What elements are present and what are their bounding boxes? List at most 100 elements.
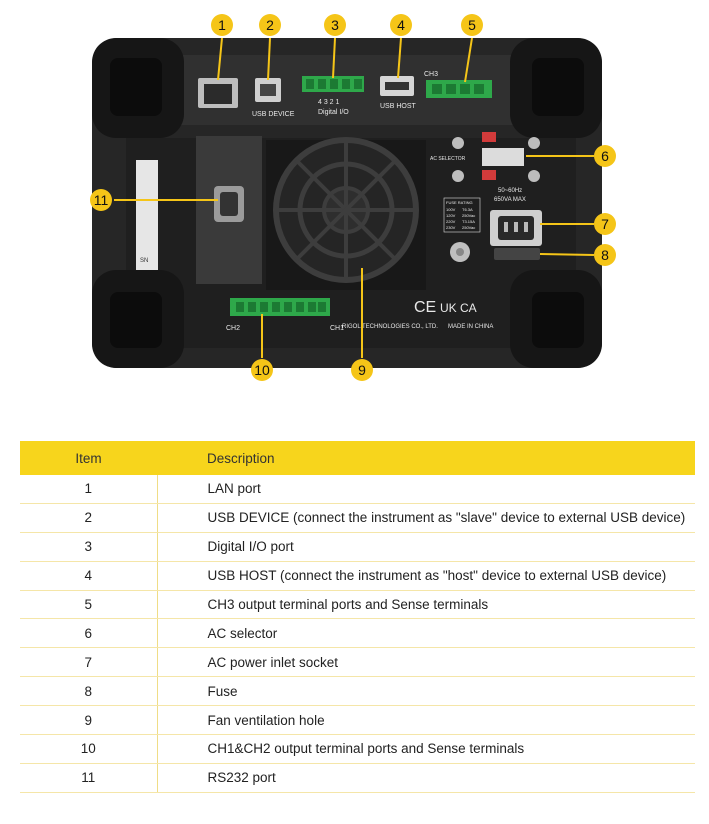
fuse-rating-table: FUSE RATING 100V T6.3A 120V 250Vac 220V … xyxy=(443,197,481,233)
row-item: 10 xyxy=(20,734,158,764)
row-description: CH1&CH2 output terminal ports and Sense … xyxy=(157,734,695,764)
header-description: Description xyxy=(157,441,695,475)
fan-vent xyxy=(266,137,426,290)
svg-text:250Vac: 250Vac xyxy=(462,213,475,218)
bumper-bottom-left xyxy=(92,270,184,368)
fuse-holder xyxy=(494,248,540,260)
callout-6: 6 xyxy=(594,145,616,167)
svg-text:T3.15A: T3.15A xyxy=(462,219,475,224)
callout-4: 4 xyxy=(390,14,412,36)
digital-io-pins-label: 4 3 2 1 xyxy=(318,99,340,106)
row-description: RS232 port xyxy=(157,763,695,793)
svg-text:1: 1 xyxy=(218,17,226,33)
bumper-top-right xyxy=(510,38,602,138)
svg-text:9: 9 xyxy=(358,362,366,378)
row-description: Digital I/O port xyxy=(157,532,695,562)
digital-io-label: Digital I/O xyxy=(318,109,349,116)
row-item: 2 xyxy=(20,503,158,533)
row-item: 7 xyxy=(20,647,158,678)
svg-text:250Vac: 250Vac xyxy=(462,225,475,230)
sn-label: SN xyxy=(140,258,148,264)
bumper-top-left xyxy=(92,38,184,138)
svg-text:5: 5 xyxy=(468,17,476,33)
table-header-row: Item Description xyxy=(20,441,695,475)
usb-host-label: USB HOST xyxy=(380,103,417,110)
svg-text:T6.3A: T6.3A xyxy=(462,207,473,212)
svg-text:2: 2 xyxy=(266,17,274,33)
svg-text:120V: 120V xyxy=(446,213,456,218)
row-description: USB HOST (connect the instrument as "hos… xyxy=(157,561,695,591)
ukca-mark: UK CA xyxy=(440,301,477,315)
row-item: 6 xyxy=(20,618,158,649)
svg-text:7: 7 xyxy=(601,216,609,232)
ch2-label: CH2 xyxy=(226,325,240,332)
row-description: AC power inlet socket xyxy=(157,647,695,678)
rs232-port xyxy=(214,186,244,222)
svg-text:100V: 100V xyxy=(446,207,456,212)
ch1-ch2-terminal xyxy=(230,298,330,316)
row-item: 9 xyxy=(20,705,158,736)
svg-text:FUSE RATING: FUSE RATING xyxy=(446,200,473,205)
digital-io-terminal xyxy=(302,76,364,92)
usb-device-port xyxy=(255,78,281,102)
row-item: 1 xyxy=(20,475,158,504)
row-description: CH3 output terminal ports and Sense term… xyxy=(157,590,695,620)
row-item: 4 xyxy=(20,561,158,591)
ac-selector-label: AC SELECTOR xyxy=(430,156,466,162)
svg-text:4: 4 xyxy=(397,17,405,33)
row-item: 8 xyxy=(20,676,158,707)
svg-text:11: 11 xyxy=(94,192,109,208)
made-in-label: MADE IN CHINA xyxy=(448,324,493,330)
svg-text:10: 10 xyxy=(254,362,270,378)
callout-8: 8 xyxy=(594,244,616,266)
ac-power-inlet xyxy=(490,210,542,246)
row-item: 11 xyxy=(20,763,158,793)
callout-leaders xyxy=(114,37,595,358)
callout-1: 1 xyxy=(211,14,233,36)
row-description: LAN port xyxy=(157,475,695,504)
row-item: 5 xyxy=(20,590,158,620)
svg-text:3: 3 xyxy=(331,17,339,33)
ch3-terminal xyxy=(426,80,492,98)
callout-9: 9 xyxy=(351,359,373,381)
callout-5: 5 xyxy=(461,14,483,36)
svg-text:6: 6 xyxy=(601,148,609,164)
svg-text:220V: 220V xyxy=(446,219,456,224)
row-description: Fuse xyxy=(157,676,695,707)
ce-mark: CE xyxy=(414,299,436,316)
maker-label: RIGOL TECHNOLOGIES CO., LTD. xyxy=(342,324,438,330)
usb-device-label: USB DEVICE xyxy=(252,111,295,118)
callout-10: 10 xyxy=(251,359,273,381)
freq-label: 50~60Hz xyxy=(498,188,522,194)
svg-text:230V: 230V xyxy=(446,225,456,230)
ac-selector-switches xyxy=(482,132,524,180)
callout-2: 2 xyxy=(259,14,281,36)
callout-11: 11 xyxy=(90,189,112,211)
va-max-label: 650VA MAX xyxy=(494,197,526,203)
callout-3: 3 xyxy=(324,14,346,36)
row-description: AC selector xyxy=(157,618,695,649)
lan-port xyxy=(198,78,238,108)
instrument-rear-panel-photo: USB DEVICE 4 3 2 1 Digital I/O USB HOST … xyxy=(0,0,709,400)
ch3-label: CH3 xyxy=(424,71,438,78)
header-item: Item xyxy=(20,441,157,475)
svg-text:8: 8 xyxy=(601,247,609,263)
usb-host-port xyxy=(380,76,414,96)
row-description: USB DEVICE (connect the instrument as "s… xyxy=(157,503,695,533)
bumper-bottom-right xyxy=(510,270,602,368)
row-item: 3 xyxy=(20,532,158,562)
callout-7: 7 xyxy=(594,213,616,235)
row-description: Fan ventilation hole xyxy=(157,705,695,736)
